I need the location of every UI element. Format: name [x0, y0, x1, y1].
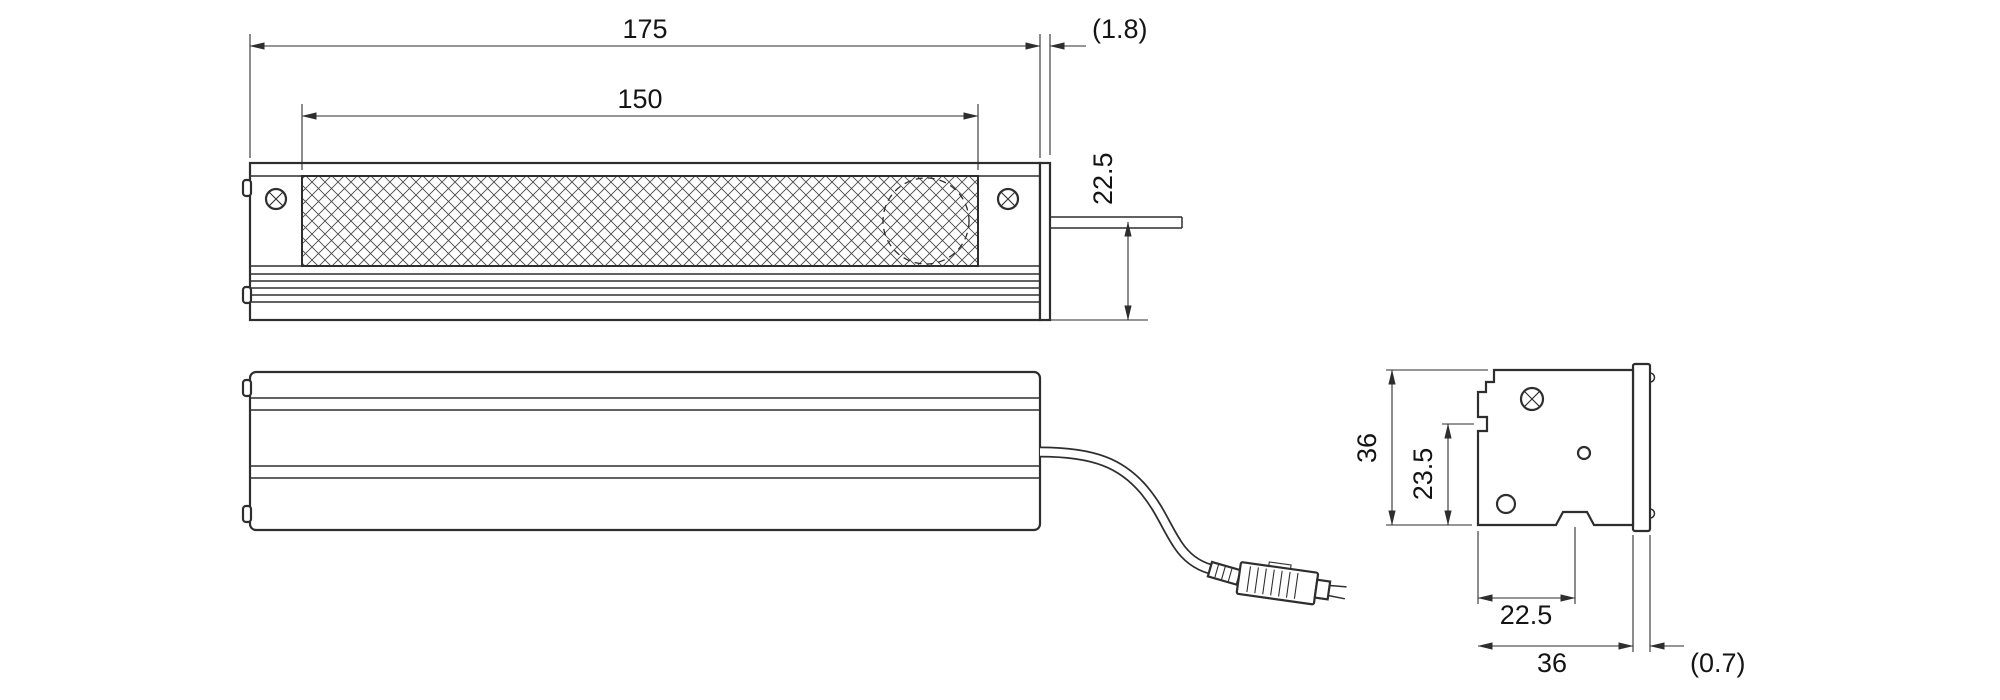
dimension-overall-length: 175 — [249, 14, 1041, 158]
fin-lines — [250, 265, 1040, 303]
connector-pins — [1328, 584, 1347, 600]
plan-left-ear-top — [241, 378, 253, 398]
plan-body-outline — [248, 370, 1042, 532]
dimension-plate-thickness: (0.7) — [1649, 535, 1746, 678]
plate-bump-top — [1649, 372, 1656, 383]
dim-label-23-5: 23.5 — [1408, 448, 1438, 501]
dim-label-1-8: (1.8) — [1092, 14, 1148, 44]
connector — [1235, 561, 1347, 606]
emitting-window — [301, 175, 979, 267]
dimension-notch-height: 23.5 — [1408, 423, 1474, 526]
mounting-plate — [1631, 362, 1652, 533]
cable-core — [1039, 448, 1212, 573]
dim-label-36-height: 36 — [1352, 433, 1382, 463]
end-large-hole — [1495, 493, 1517, 515]
dim-label-22-5-end: 22.5 — [1500, 600, 1553, 630]
dim-label-175: 175 — [622, 14, 667, 44]
dimension-end-height: 36 — [1352, 369, 1488, 526]
screw-icon-end — [1519, 386, 1545, 412]
screw-icon-left — [264, 187, 288, 211]
front-view: 175 150 (1.8) 22.5 — [241, 14, 1183, 322]
reference-circle — [882, 177, 970, 265]
dimension-end-width: 36 — [1477, 535, 1634, 678]
dimension-emitting-length: 150 — [301, 84, 979, 170]
dim-label-0-7: (0.7) — [1690, 648, 1746, 678]
dim-label-22-5-front: 22.5 — [1088, 152, 1118, 205]
plate-bump-bottom — [1649, 508, 1656, 519]
connector-tab — [1313, 578, 1332, 601]
dimension-cable-height: 22.5 — [1048, 152, 1148, 321]
front-end-cap — [1038, 161, 1052, 322]
plan-left-ear-bottom — [241, 504, 253, 524]
dimension-groove-center: 22.5 — [1477, 527, 1576, 630]
end-view: 36 23.5 22.5 36 (0.7) — [1352, 362, 1746, 678]
plan-profile-lines — [250, 397, 1040, 479]
front-left-ear-top — [241, 178, 253, 198]
dimension-end-offset: (1.8) — [1049, 14, 1148, 155]
end-body-outline — [1476, 368, 1635, 527]
connector-latch — [1268, 561, 1292, 571]
end-small-hole — [1576, 445, 1592, 461]
front-left-ear-bottom — [241, 285, 253, 305]
screw-icon-right — [996, 187, 1020, 211]
plan-view — [241, 370, 1347, 606]
dim-label-36-width: 36 — [1537, 648, 1567, 678]
cable-assembly — [1039, 446, 1347, 606]
dim-label-150: 150 — [617, 84, 662, 114]
front-cable-stub — [1050, 216, 1183, 229]
crimp-sleeve — [1206, 560, 1243, 587]
